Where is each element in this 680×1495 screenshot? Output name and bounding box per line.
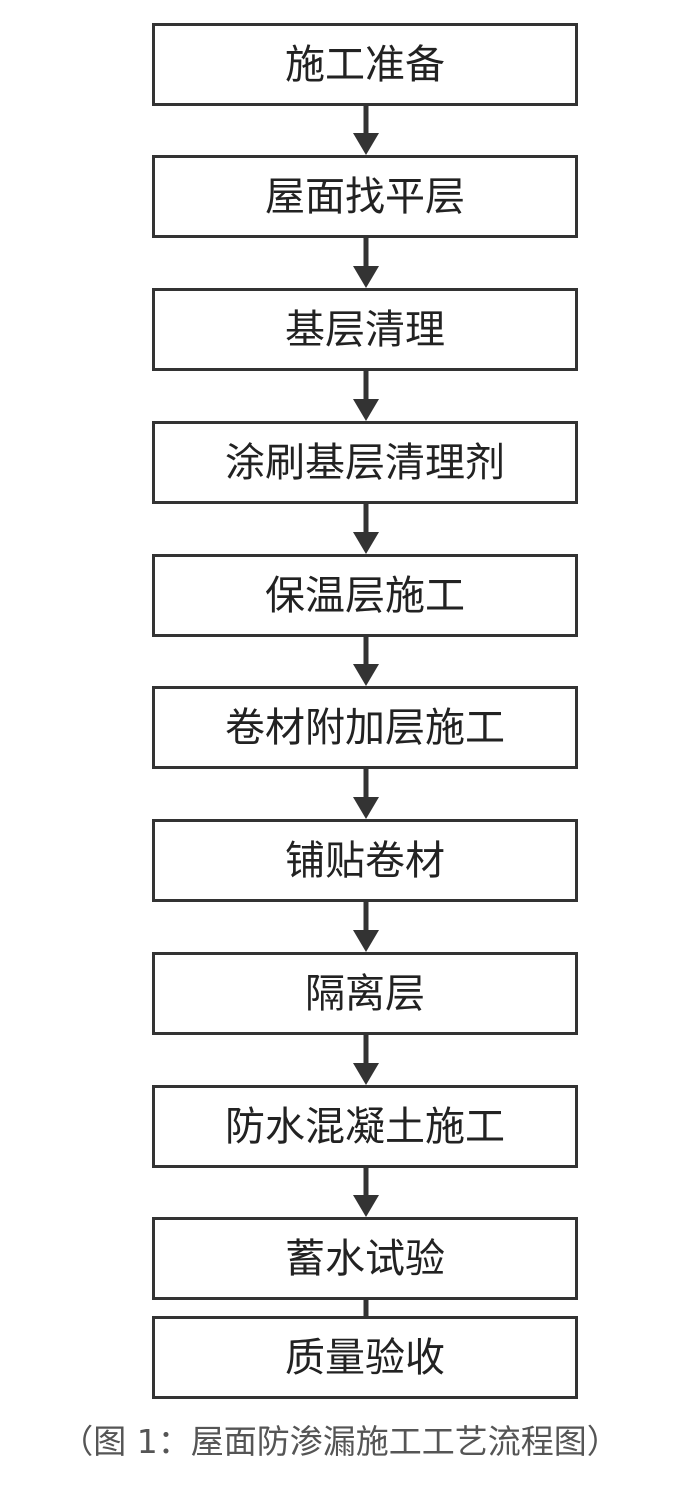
arrow-down-icon xyxy=(352,1168,380,1217)
step-box-5: 保温层施工 xyxy=(152,554,578,637)
step-label: 基层清理 xyxy=(285,306,445,353)
step-label: 屋面找平层 xyxy=(265,173,465,220)
step-box-10: 蓄水试验 xyxy=(152,1217,578,1300)
step-box-7: 铺贴卷材 xyxy=(152,819,578,902)
step-label: 卷材附加层施工 xyxy=(225,704,505,751)
arrow-down-icon xyxy=(352,238,380,288)
step-label: 隔离层 xyxy=(305,970,425,1017)
step-label: 防水混凝土施工 xyxy=(225,1103,505,1150)
step-box-8: 隔离层 xyxy=(152,952,578,1035)
step-label: 蓄水试验 xyxy=(285,1235,445,1282)
step-box-9: 防水混凝土施工 xyxy=(152,1085,578,1168)
step-label: 施工准备 xyxy=(285,41,445,88)
step-label: 铺贴卷材 xyxy=(285,837,445,884)
arrow-down-icon xyxy=(352,106,380,155)
arrow-down-icon xyxy=(352,371,380,421)
step-box-11: 质量验收 xyxy=(152,1316,578,1399)
arrow-down-icon xyxy=(352,902,380,952)
step-label: 保温层施工 xyxy=(265,572,465,619)
step-box-4: 涂刷基层清理剂 xyxy=(152,421,578,504)
arrow-down-icon xyxy=(352,504,380,554)
arrow-down-icon xyxy=(352,769,380,819)
step-box-6: 卷材附加层施工 xyxy=(152,686,578,769)
arrow-down-icon xyxy=(352,637,380,686)
arrow-down-icon xyxy=(352,1035,380,1085)
step-box-3: 基层清理 xyxy=(152,288,578,371)
figure-caption: （图 1：屋面防渗漏施工工艺流程图） xyxy=(60,1422,620,1461)
step-box-2: 屋面找平层 xyxy=(152,155,578,238)
step-label: 涂刷基层清理剂 xyxy=(225,439,505,486)
step-box-1: 施工准备 xyxy=(152,23,578,106)
step-label: 质量验收 xyxy=(285,1334,445,1381)
